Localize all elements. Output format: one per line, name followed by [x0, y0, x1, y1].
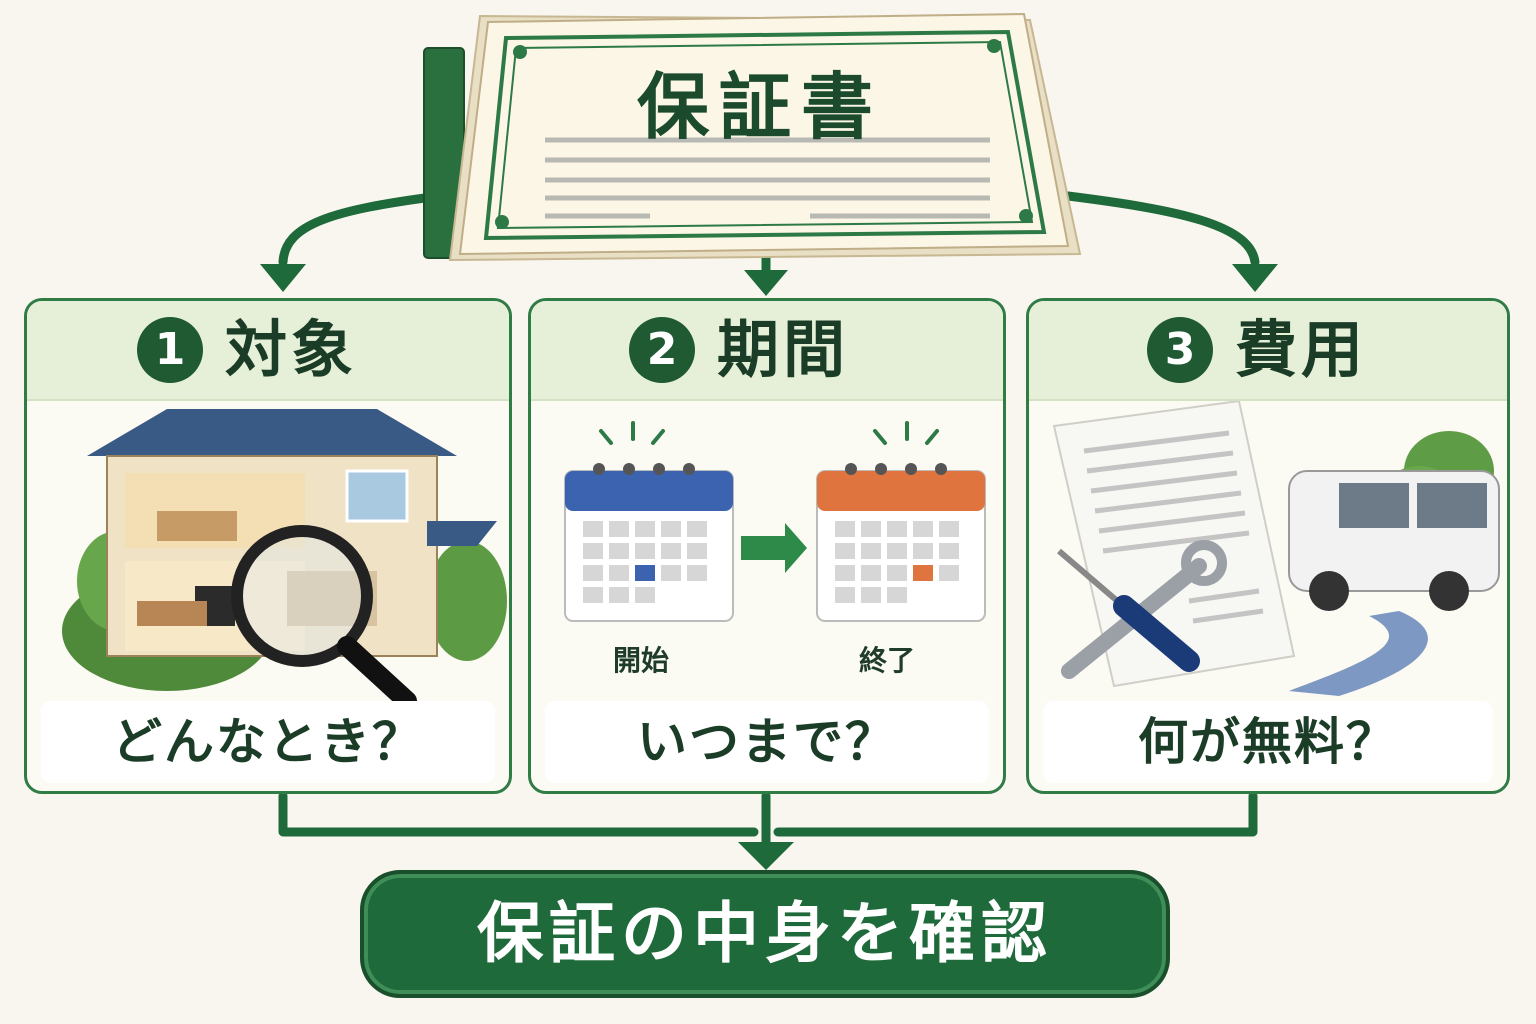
number-badge: 1	[137, 317, 203, 383]
period-question: いつまで？	[545, 701, 989, 783]
number-badge: 3	[1147, 317, 1213, 383]
cost-question: 何が無料？	[1043, 701, 1493, 783]
panel-header	[531, 301, 1003, 401]
panel-cost: 3 費用 何が無料？	[1026, 298, 1510, 794]
certificate	[420, 8, 1100, 270]
panel-header	[27, 301, 509, 401]
panel-header	[1029, 301, 1507, 401]
house-illustration	[62, 409, 507, 701]
panel-title: 費用	[1235, 313, 1368, 386]
certificate-document	[423, 12, 1082, 262]
number-badge: 2	[629, 317, 695, 383]
end-label: 終了	[859, 644, 916, 677]
repair-illustration	[1052, 401, 1500, 696]
certificate-title: 保証書	[636, 65, 883, 149]
panel-period: 2 期間 開始 終了 いつまで？	[528, 298, 1006, 794]
start-label: 開始	[613, 644, 670, 677]
calendar-start-icon	[564, 421, 986, 622]
check-warranty-content-button[interactable]: 保証の中身を確認	[360, 870, 1170, 998]
panel-title: 期間	[717, 313, 850, 386]
coverage-question: どんなとき？	[41, 701, 495, 783]
panel-coverage: 1 対象 どんなとき？	[24, 298, 512, 794]
panel-title: 対象	[225, 313, 358, 386]
